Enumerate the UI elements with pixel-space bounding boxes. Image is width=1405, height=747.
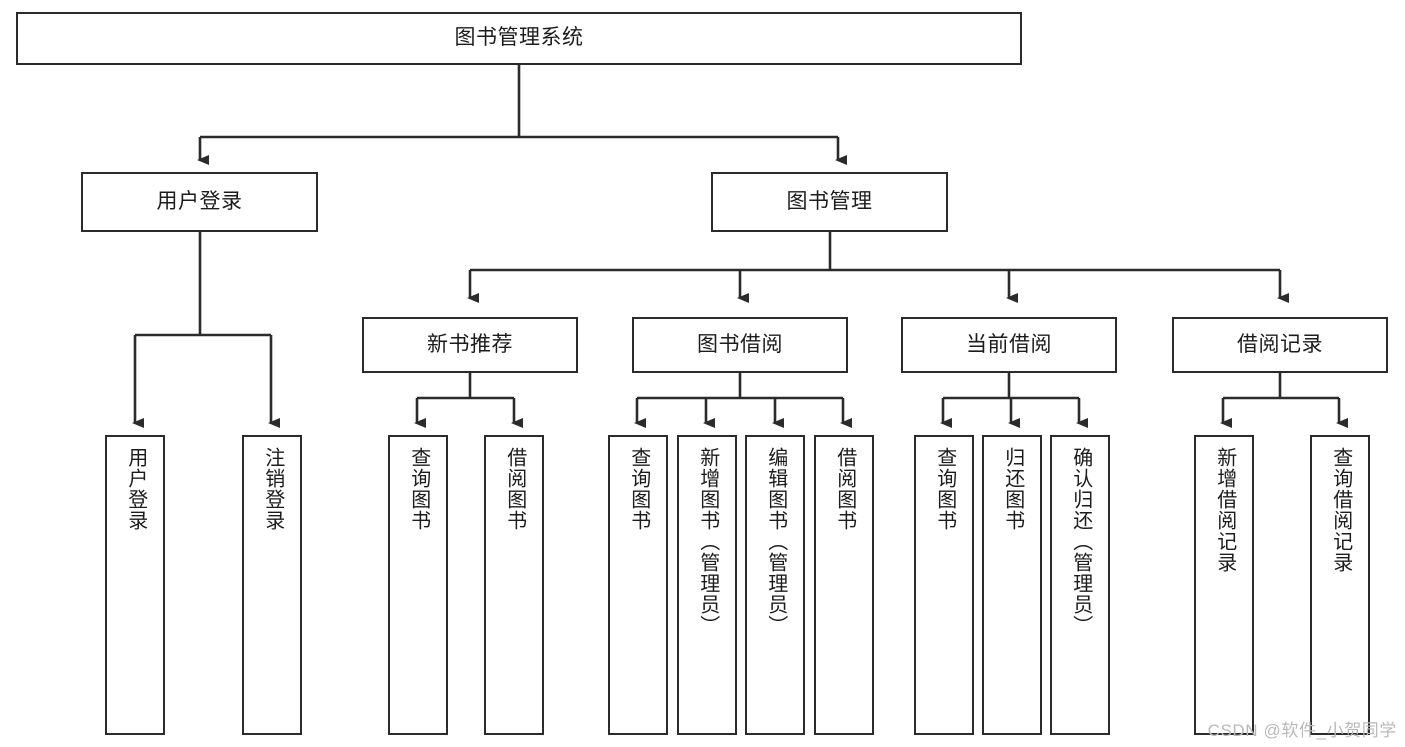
leaf-book-borrow-edit-book-admin[interactable]: 编辑图书（管理员） [745,435,805,735]
leaf-book-borrow-borrow-books[interactable]: 借阅图书 [814,435,874,735]
node-label: 借阅记录 [1237,332,1323,356]
node-label: 注销登录 [261,447,284,531]
node-label: 用户登录 [156,189,243,213]
node-label: 查询图书 [407,447,430,531]
node-label: 借阅图书 [833,447,856,531]
node-user-login[interactable]: 用户登录 [81,172,318,232]
node-current-borrowing[interactable]: 当前借阅 [901,317,1117,373]
node-label: 新书推荐 [427,332,513,356]
node-label: 借阅图书 [503,447,526,531]
node-label: 图书管理 [786,189,873,213]
watermark: CSDN @软件_小贺同学 [1207,721,1397,740]
leaf-new-book-query-books[interactable]: 查询图书 [388,435,448,735]
node-book-management[interactable]: 图书管理 [711,172,948,232]
node-label: 用户登录 [124,447,147,531]
node-label: 查询图书 [933,447,956,531]
node-root-book-management-system[interactable]: 图书管理系统 [16,12,1022,65]
leaf-user-login-login[interactable]: 用户登录 [105,435,165,735]
node-label: 确认归还（管理员） [1069,447,1092,636]
node-label: 编辑图书（管理员） [764,447,787,636]
node-book-borrowing[interactable]: 图书借阅 [632,317,848,373]
leaf-borrow-record-query-record[interactable]: 查询借阅记录 [1310,435,1370,735]
node-label: 查询图书 [627,447,650,531]
leaf-current-borrow-query-books[interactable]: 查询图书 [914,435,974,735]
node-label: 新增借阅记录 [1213,447,1236,573]
leaf-book-borrow-query-books[interactable]: 查询图书 [608,435,668,735]
node-label: 新增图书（管理员） [696,447,719,636]
leaf-book-borrow-add-book-admin[interactable]: 新增图书（管理员） [677,435,737,735]
leaf-borrow-record-add-record[interactable]: 新增借阅记录 [1194,435,1254,735]
node-label: 图书借阅 [697,332,783,356]
leaf-user-login-logout[interactable]: 注销登录 [242,435,302,735]
node-label: 归还图书 [1001,447,1024,531]
node-label: 图书管理系统 [454,26,584,50]
leaf-current-borrow-return-books[interactable]: 归还图书 [982,435,1042,735]
leaf-current-borrow-confirm-return-admin[interactable]: 确认归还（管理员） [1050,435,1110,735]
node-label: 当前借阅 [966,332,1052,356]
node-label: 查询借阅记录 [1329,447,1352,573]
leaf-new-book-borrow-books[interactable]: 借阅图书 [484,435,544,735]
node-borrow-records[interactable]: 借阅记录 [1172,317,1388,373]
node-new-book-recommendation[interactable]: 新书推荐 [362,317,578,373]
